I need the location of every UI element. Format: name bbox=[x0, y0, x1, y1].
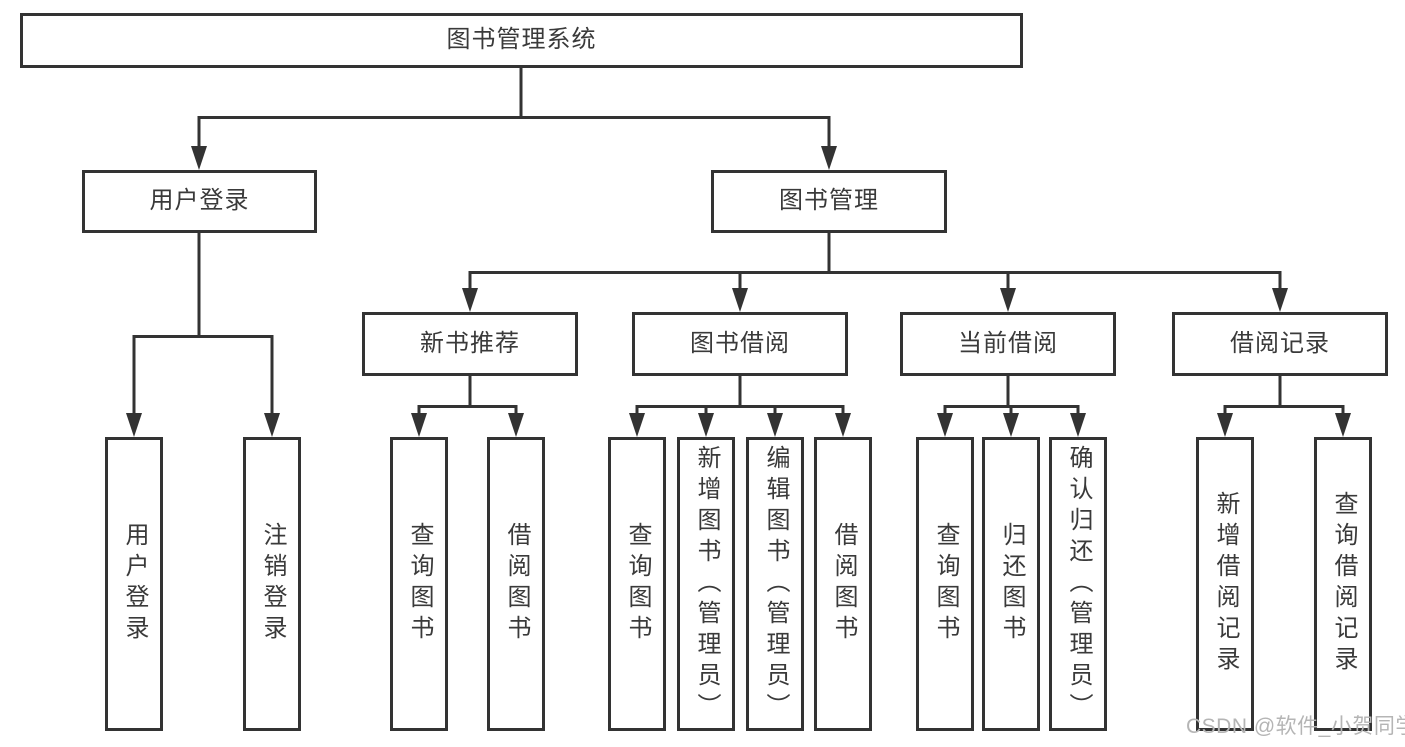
node-book-management: 图书管理 bbox=[711, 170, 947, 233]
node-label: 图书管理系统 bbox=[446, 26, 597, 54]
connector-line bbox=[635, 405, 845, 414]
node-label: 图书借阅 bbox=[690, 329, 790, 357]
leaf-borrow-books-recommend: 借阅图书 bbox=[487, 437, 545, 731]
arrowhead-down-icon bbox=[264, 413, 280, 437]
connector-line bbox=[468, 271, 1282, 290]
node-system-root: 图书管理系统 bbox=[20, 13, 1023, 68]
node-label: 图书管理 bbox=[779, 187, 879, 215]
arrowhead-down-icon bbox=[1217, 413, 1233, 437]
arrowhead-down-icon bbox=[732, 288, 748, 312]
leaf-query-books-borrowing: 查询图书 bbox=[608, 437, 666, 731]
node-label: 编辑图书（管理员） bbox=[762, 444, 789, 724]
arrowhead-down-icon bbox=[1272, 288, 1288, 312]
arrowhead-down-icon bbox=[508, 413, 524, 437]
arrowhead-down-icon bbox=[1000, 288, 1016, 312]
node-user-login: 用户登录 bbox=[82, 170, 317, 233]
leaf-query-books-recommend: 查询图书 bbox=[390, 437, 448, 731]
leaf-add-book-admin: 新增图书（管理员） bbox=[677, 437, 735, 731]
arrowhead-down-icon bbox=[629, 413, 645, 437]
leaf-confirm-return-admin: 确认归还（管理员） bbox=[1049, 437, 1107, 731]
node-label: 当前借阅 bbox=[958, 329, 1058, 357]
node-current-borrowing: 当前借阅 bbox=[900, 312, 1116, 376]
leaf-query-books-current: 查询图书 bbox=[916, 437, 974, 731]
node-label: 确认归还（管理员） bbox=[1065, 444, 1092, 724]
node-book-borrowing: 图书借阅 bbox=[632, 312, 848, 376]
node-label: 新增借阅记录 bbox=[1212, 491, 1239, 677]
arrowhead-down-icon bbox=[126, 413, 142, 437]
arrowhead-down-icon bbox=[1070, 413, 1086, 437]
node-label: 查询图书 bbox=[624, 522, 651, 646]
csdn-watermark: CSDN @软件_小贺同学 bbox=[1186, 715, 1405, 738]
node-label: 用户登录 bbox=[149, 187, 250, 215]
connector-line bbox=[197, 116, 831, 147]
node-label: 新书推荐 bbox=[420, 329, 520, 357]
node-borrowing-records: 借阅记录 bbox=[1172, 312, 1388, 376]
leaf-return-books: 归还图书 bbox=[982, 437, 1040, 731]
arrowhead-down-icon bbox=[937, 413, 953, 437]
leaf-query-borrowing-record: 查询借阅记录 bbox=[1314, 437, 1372, 731]
node-label: 用户登录 bbox=[121, 522, 148, 646]
node-label: 查询借阅记录 bbox=[1330, 491, 1357, 677]
arrowhead-down-icon bbox=[411, 413, 427, 437]
node-label: 借阅记录 bbox=[1230, 329, 1330, 357]
leaf-logout: 注销登录 bbox=[243, 437, 301, 731]
node-label: 查询图书 bbox=[932, 522, 959, 646]
arrowhead-down-icon bbox=[1335, 413, 1351, 437]
connector-line bbox=[1223, 405, 1345, 414]
arrowhead-down-icon bbox=[462, 288, 478, 312]
leaf-edit-book-admin: 编辑图书（管理员） bbox=[746, 437, 804, 731]
arrowhead-down-icon bbox=[1003, 413, 1019, 437]
node-label: 归还图书 bbox=[998, 522, 1025, 646]
arrowhead-down-icon bbox=[767, 413, 783, 437]
arrowhead-down-icon bbox=[191, 146, 207, 170]
node-label: 借阅图书 bbox=[830, 522, 857, 646]
connector-line bbox=[132, 335, 274, 414]
arrowhead-down-icon bbox=[698, 413, 714, 437]
leaf-add-borrowing-record: 新增借阅记录 bbox=[1196, 437, 1254, 731]
connector-line bbox=[417, 405, 518, 414]
node-label: 查询图书 bbox=[406, 522, 433, 646]
node-label: 借阅图书 bbox=[503, 522, 530, 646]
arrowhead-down-icon bbox=[835, 413, 851, 437]
arrowhead-down-icon bbox=[821, 146, 837, 170]
leaf-borrow-books-borrowing: 借阅图书 bbox=[814, 437, 872, 731]
leaf-user-login: 用户登录 bbox=[105, 437, 163, 731]
node-new-book-recommendation: 新书推荐 bbox=[362, 312, 578, 376]
node-label: 新增图书（管理员） bbox=[693, 444, 720, 724]
node-label: 注销登录 bbox=[259, 522, 286, 646]
